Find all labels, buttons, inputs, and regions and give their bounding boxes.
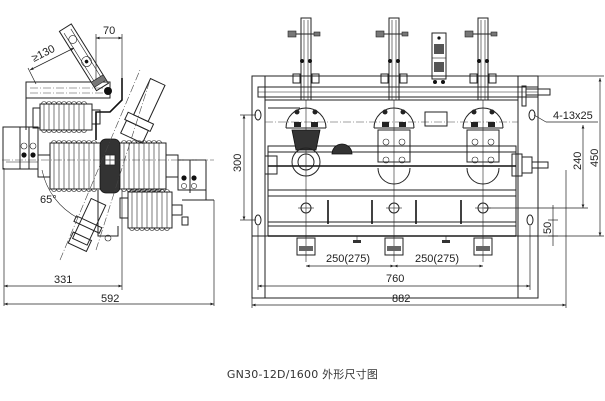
foot — [473, 237, 493, 256]
offset-dim-label: 70 — [103, 25, 115, 37]
position-indicator — [431, 32, 447, 84]
switch-blade-arm — [58, 23, 110, 92]
phase-spacing-1-label: 250(275) — [326, 253, 370, 265]
pivot-pin — [104, 87, 112, 95]
bolt — [488, 73, 497, 84]
pole-clamp — [291, 129, 321, 151]
terminal-block — [466, 129, 500, 163]
spring — [287, 30, 297, 38]
shaft-height-dim-label: 240 — [572, 152, 584, 170]
hole-offset-dim-label: 50 — [542, 222, 554, 234]
spring — [464, 30, 474, 38]
foot — [296, 237, 316, 256]
pole-2 — [373, 17, 415, 262]
drawing-title: GN30-12D/1600 外形尺寸图 — [226, 368, 379, 381]
pole-1 — [285, 17, 353, 262]
bolt — [380, 73, 389, 84]
blade — [300, 17, 312, 101]
base-frame-outline — [251, 75, 539, 299]
upper-insulator — [32, 101, 101, 133]
main-insulator — [37, 138, 179, 194]
foot — [384, 237, 404, 256]
mount-hole — [526, 214, 534, 226]
front-view: 300 4-13x25 240 450 50 250(275) 250(275)… — [232, 17, 604, 308]
mount-bracket — [95, 78, 123, 140]
overall-width-dim-label: 882 — [392, 293, 410, 305]
lower-insulator — [119, 189, 189, 231]
terminal-block — [377, 129, 411, 163]
spring — [375, 30, 385, 38]
blade — [388, 17, 400, 101]
pole-3 — [462, 17, 504, 262]
bolt — [311, 73, 320, 84]
left-terminal — [2, 126, 39, 170]
small-fitting — [353, 240, 361, 243]
operating-shaft — [531, 161, 549, 169]
operating-arm — [67, 197, 107, 253]
clearance-dim-label: ≥130 — [30, 43, 57, 65]
angle-label: 65° — [40, 194, 57, 206]
bolt — [469, 73, 478, 84]
small-fitting — [442, 240, 450, 243]
phase-spacing-2-label: 250(275) — [415, 253, 459, 265]
overall-depth-dim-label: 592 — [101, 293, 119, 305]
mount-hole — [528, 109, 536, 121]
blade — [477, 17, 489, 101]
earthing-arm — [120, 77, 166, 144]
right-terminal — [177, 159, 214, 201]
pivot-front-dim-label: 331 — [54, 274, 72, 286]
nameplate — [424, 111, 448, 127]
side-view: 65° ≥130 70 331 592 — [2, 23, 215, 306]
bolt — [292, 73, 301, 84]
mount-height-dim-label: 300 — [232, 154, 244, 172]
mount-width-dim-label: 760 — [386, 273, 404, 285]
angle-arc — [41, 169, 79, 219]
bolt — [399, 73, 408, 84]
overall-height-dim-label: 450 — [589, 149, 601, 167]
mount-holes-label: 4-13x25 — [553, 110, 593, 122]
